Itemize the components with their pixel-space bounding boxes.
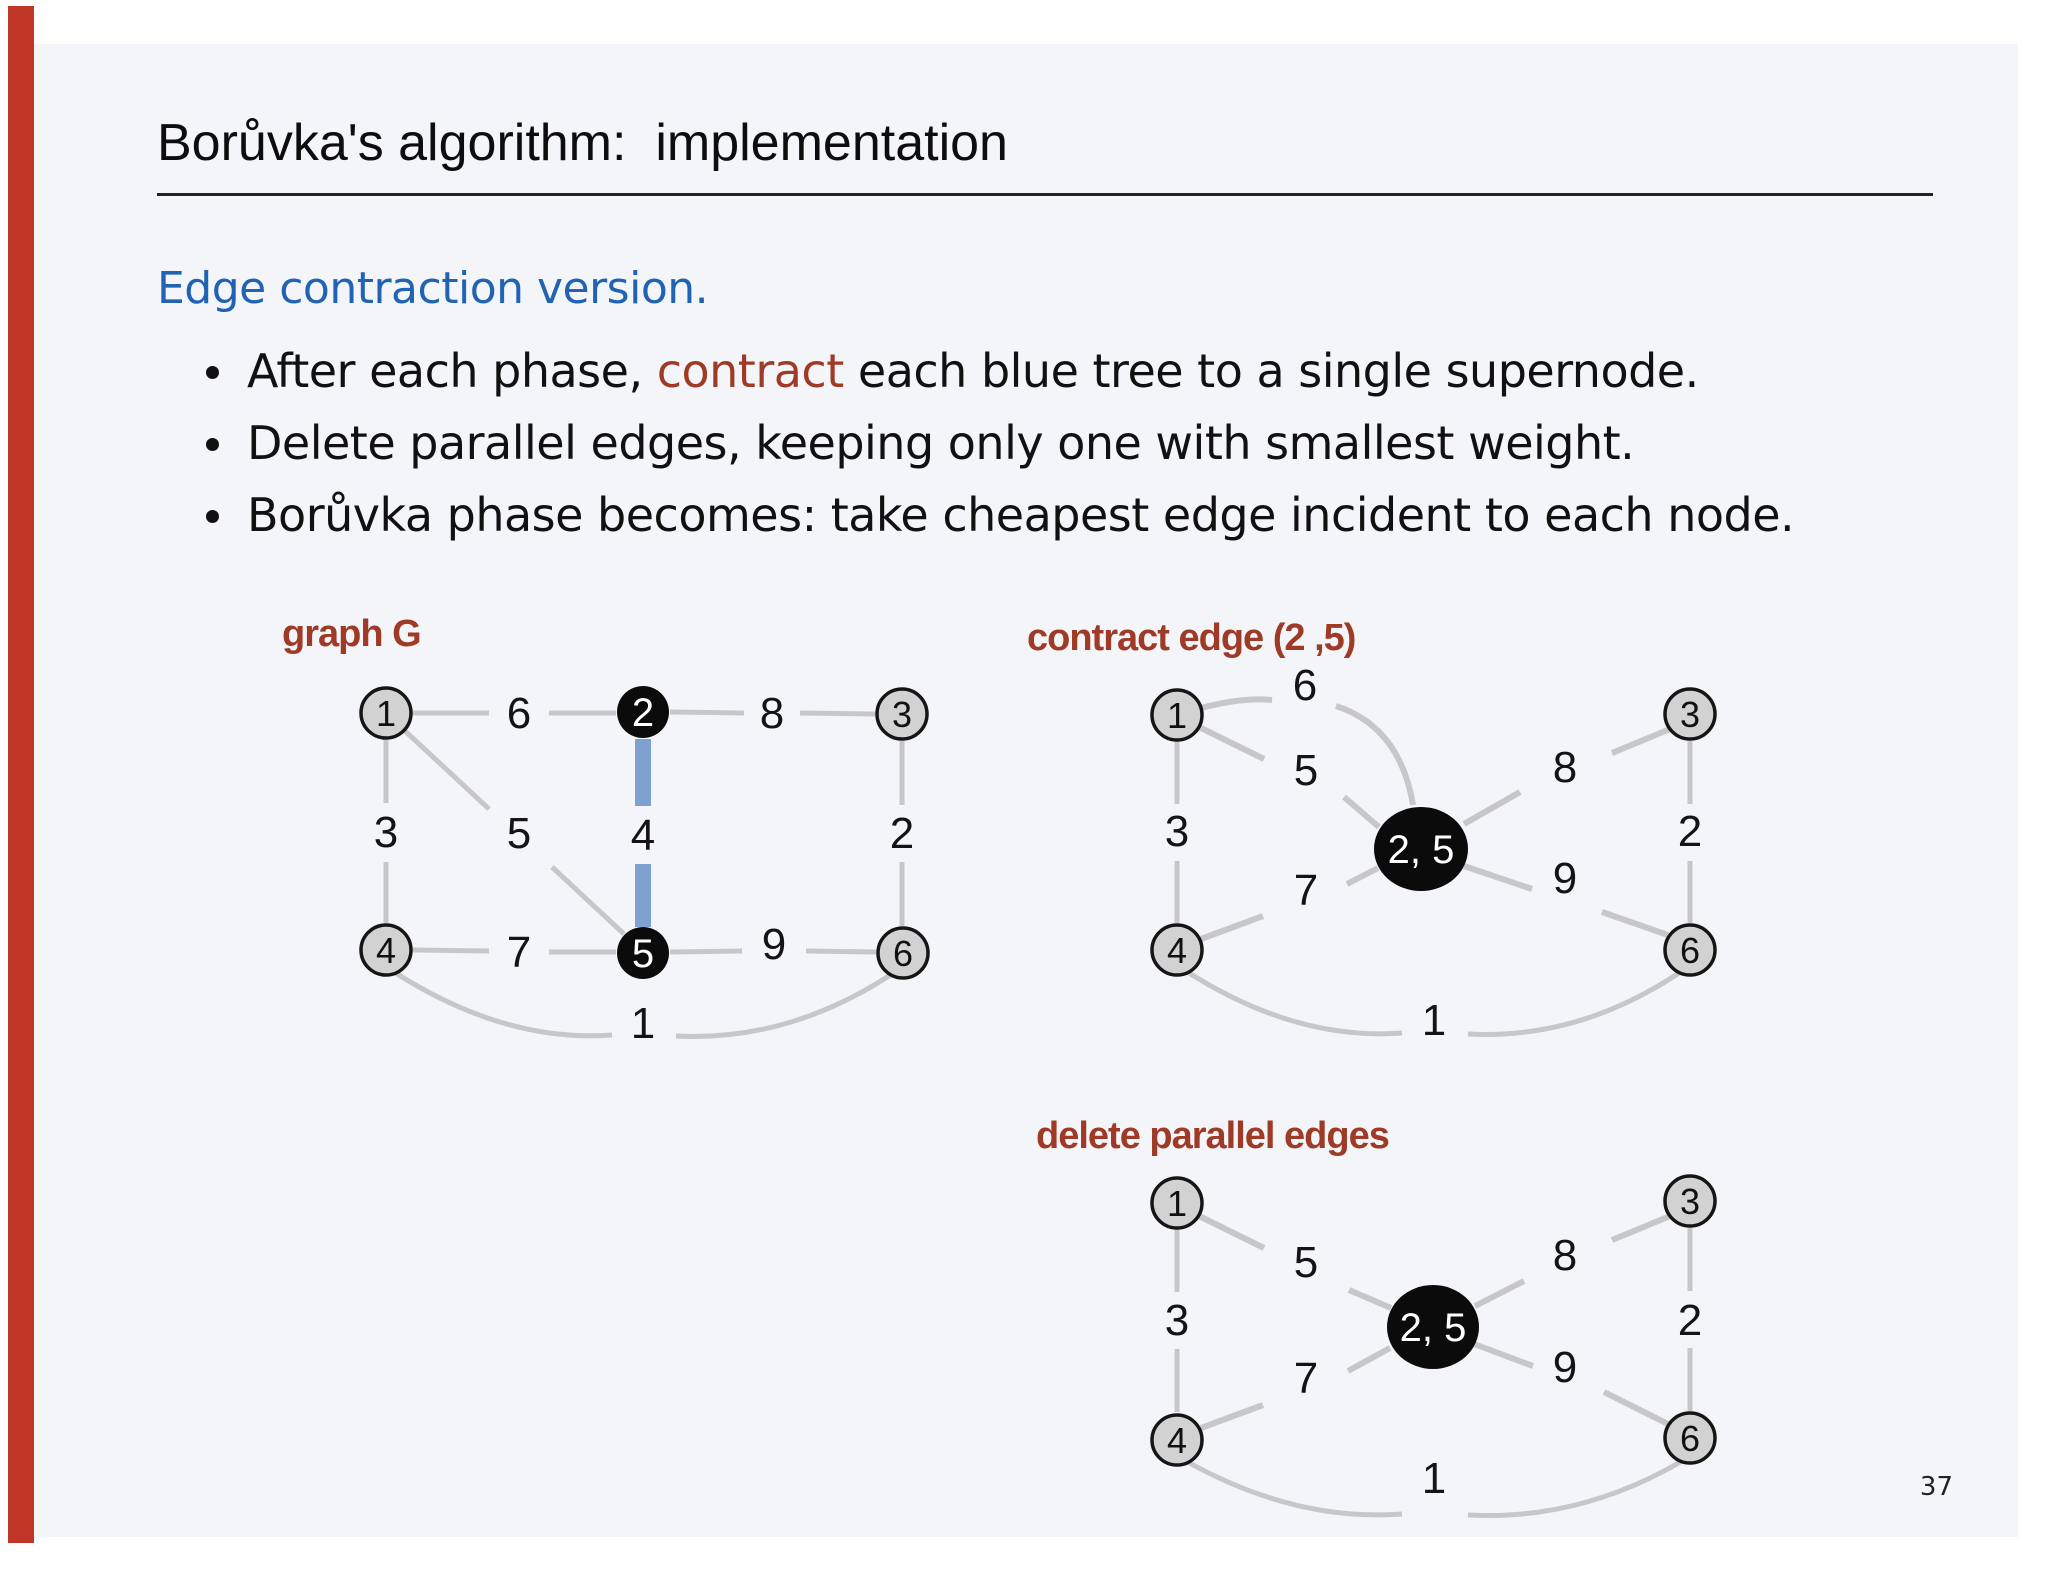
edge-weight: 7 bbox=[1294, 866, 1318, 915]
edge-weight: 1 bbox=[1422, 1454, 1446, 1503]
edge-weight: 3 bbox=[374, 808, 398, 857]
edge-weight-labels: 6 5 8 3 2 7 9 1 bbox=[1165, 661, 1702, 1045]
slide-title: Borůvka's algorithm: implementation bbox=[157, 114, 1008, 172]
bullet-text-pre: After each phase, bbox=[247, 344, 657, 398]
bullet-item: Borůvka phase becomes: take cheapest edg… bbox=[247, 488, 1795, 542]
node-3: 3 bbox=[1663, 1174, 1717, 1228]
svg-text:1: 1 bbox=[1167, 1183, 1187, 1224]
edge-weight: 6 bbox=[507, 689, 531, 738]
bullet-item: Delete parallel edges, keeping only one … bbox=[247, 416, 1635, 470]
node-5: 5 bbox=[617, 927, 669, 979]
svg-text:4: 4 bbox=[1167, 1420, 1187, 1461]
bullet-text-highlight: contract bbox=[656, 344, 845, 398]
node-1: 1 bbox=[1150, 1176, 1204, 1230]
diagram-graph-g: 1 2 3 4 5 6 6 8 3 5 4 2 7 9 bbox=[359, 686, 930, 1048]
edge-weight: 3 bbox=[1165, 807, 1189, 856]
edge-weight: 2 bbox=[1678, 1296, 1702, 1345]
node-1: 1 bbox=[359, 686, 413, 740]
edge-weight: 2 bbox=[1678, 807, 1702, 856]
edge-weight: 1 bbox=[631, 999, 655, 1048]
edges bbox=[1174, 696, 1693, 1037]
svg-text:2: 2 bbox=[632, 691, 654, 735]
edge-weight: 2 bbox=[890, 809, 914, 858]
node-1: 1 bbox=[1150, 688, 1204, 742]
edge-weight: 7 bbox=[507, 928, 531, 977]
edge-weight: 4 bbox=[631, 811, 655, 860]
supernode-2-5: 2, 5 bbox=[1374, 807, 1468, 891]
caption-contract-edge: contract edge (2 ,5) bbox=[1027, 617, 1356, 659]
svg-text:6: 6 bbox=[1680, 930, 1700, 971]
node-6: 6 bbox=[876, 926, 930, 980]
node-6: 6 bbox=[1663, 923, 1717, 977]
left-red-accent-bar bbox=[8, 6, 34, 1543]
edge-weight: 1 bbox=[1422, 996, 1446, 1045]
svg-text:1: 1 bbox=[376, 693, 396, 734]
svg-text:6: 6 bbox=[893, 933, 913, 974]
page-number: 37 bbox=[1919, 1472, 1953, 1502]
edge-weight: 5 bbox=[1294, 1238, 1318, 1287]
bullet-dot bbox=[206, 366, 219, 379]
edge-weight: 8 bbox=[1553, 1231, 1577, 1280]
node-4: 4 bbox=[359, 923, 413, 977]
bullet-dot bbox=[206, 510, 219, 523]
edge-weight: 3 bbox=[1165, 1296, 1189, 1345]
diagram-contract-edge: 1 3 4 6 2, 5 6 5 8 3 2 7 9 1 bbox=[1150, 661, 1717, 1045]
svg-text:3: 3 bbox=[1680, 1181, 1700, 1222]
svg-text:2, 5: 2, 5 bbox=[1400, 1306, 1467, 1350]
svg-text:1: 1 bbox=[1167, 695, 1187, 736]
section-heading: Edge contraction version. bbox=[157, 263, 709, 314]
edge-weight-labels: 5 8 3 2 7 9 1 bbox=[1165, 1231, 1702, 1503]
bullet-dot bbox=[206, 438, 219, 451]
svg-text:3: 3 bbox=[1680, 694, 1700, 735]
bullet-item: After each phase, contract each blue tre… bbox=[247, 344, 1699, 398]
node-3: 3 bbox=[875, 687, 929, 741]
slide-background bbox=[30, 44, 2018, 1537]
svg-text:3: 3 bbox=[892, 694, 912, 735]
svg-text:4: 4 bbox=[1167, 930, 1187, 971]
title-rule bbox=[157, 193, 1933, 196]
edge-weight: 9 bbox=[1553, 854, 1577, 903]
edge-weight-labels: 6 8 3 5 4 2 7 9 1 bbox=[374, 689, 914, 1048]
svg-text:4: 4 bbox=[376, 930, 396, 971]
svg-text:5: 5 bbox=[632, 932, 654, 976]
node-3: 3 bbox=[1663, 687, 1717, 741]
diagram-delete-parallel-edges: 1 3 4 6 2, 5 5 8 3 2 7 9 1 bbox=[1150, 1174, 1717, 1518]
caption-delete-parallel-edges: delete parallel edges bbox=[1036, 1115, 1390, 1157]
node-4: 4 bbox=[1150, 1413, 1204, 1467]
node-4: 4 bbox=[1150, 923, 1204, 977]
edge-weight: 8 bbox=[760, 689, 784, 738]
edge-weight: 8 bbox=[1553, 743, 1577, 792]
edge-weight: 9 bbox=[1553, 1343, 1577, 1392]
edge-weight: 6 bbox=[1293, 661, 1317, 710]
node-6: 6 bbox=[1663, 1411, 1717, 1465]
edges bbox=[383, 709, 905, 1039]
edge-weight: 5 bbox=[1294, 746, 1318, 795]
supernode-2-5: 2, 5 bbox=[1387, 1285, 1479, 1369]
svg-text:6: 6 bbox=[1680, 1418, 1700, 1459]
caption-graph-g: graph G bbox=[282, 613, 422, 655]
edge-weight: 5 bbox=[507, 809, 531, 858]
node-2: 2 bbox=[617, 686, 669, 738]
edge-weight: 9 bbox=[762, 920, 786, 969]
edge-weight: 7 bbox=[1294, 1354, 1318, 1403]
edges bbox=[1174, 1211, 1693, 1518]
svg-text:2, 5: 2, 5 bbox=[1388, 828, 1455, 872]
bullet-text-post: each blue tree to a single supernode. bbox=[843, 344, 1699, 398]
